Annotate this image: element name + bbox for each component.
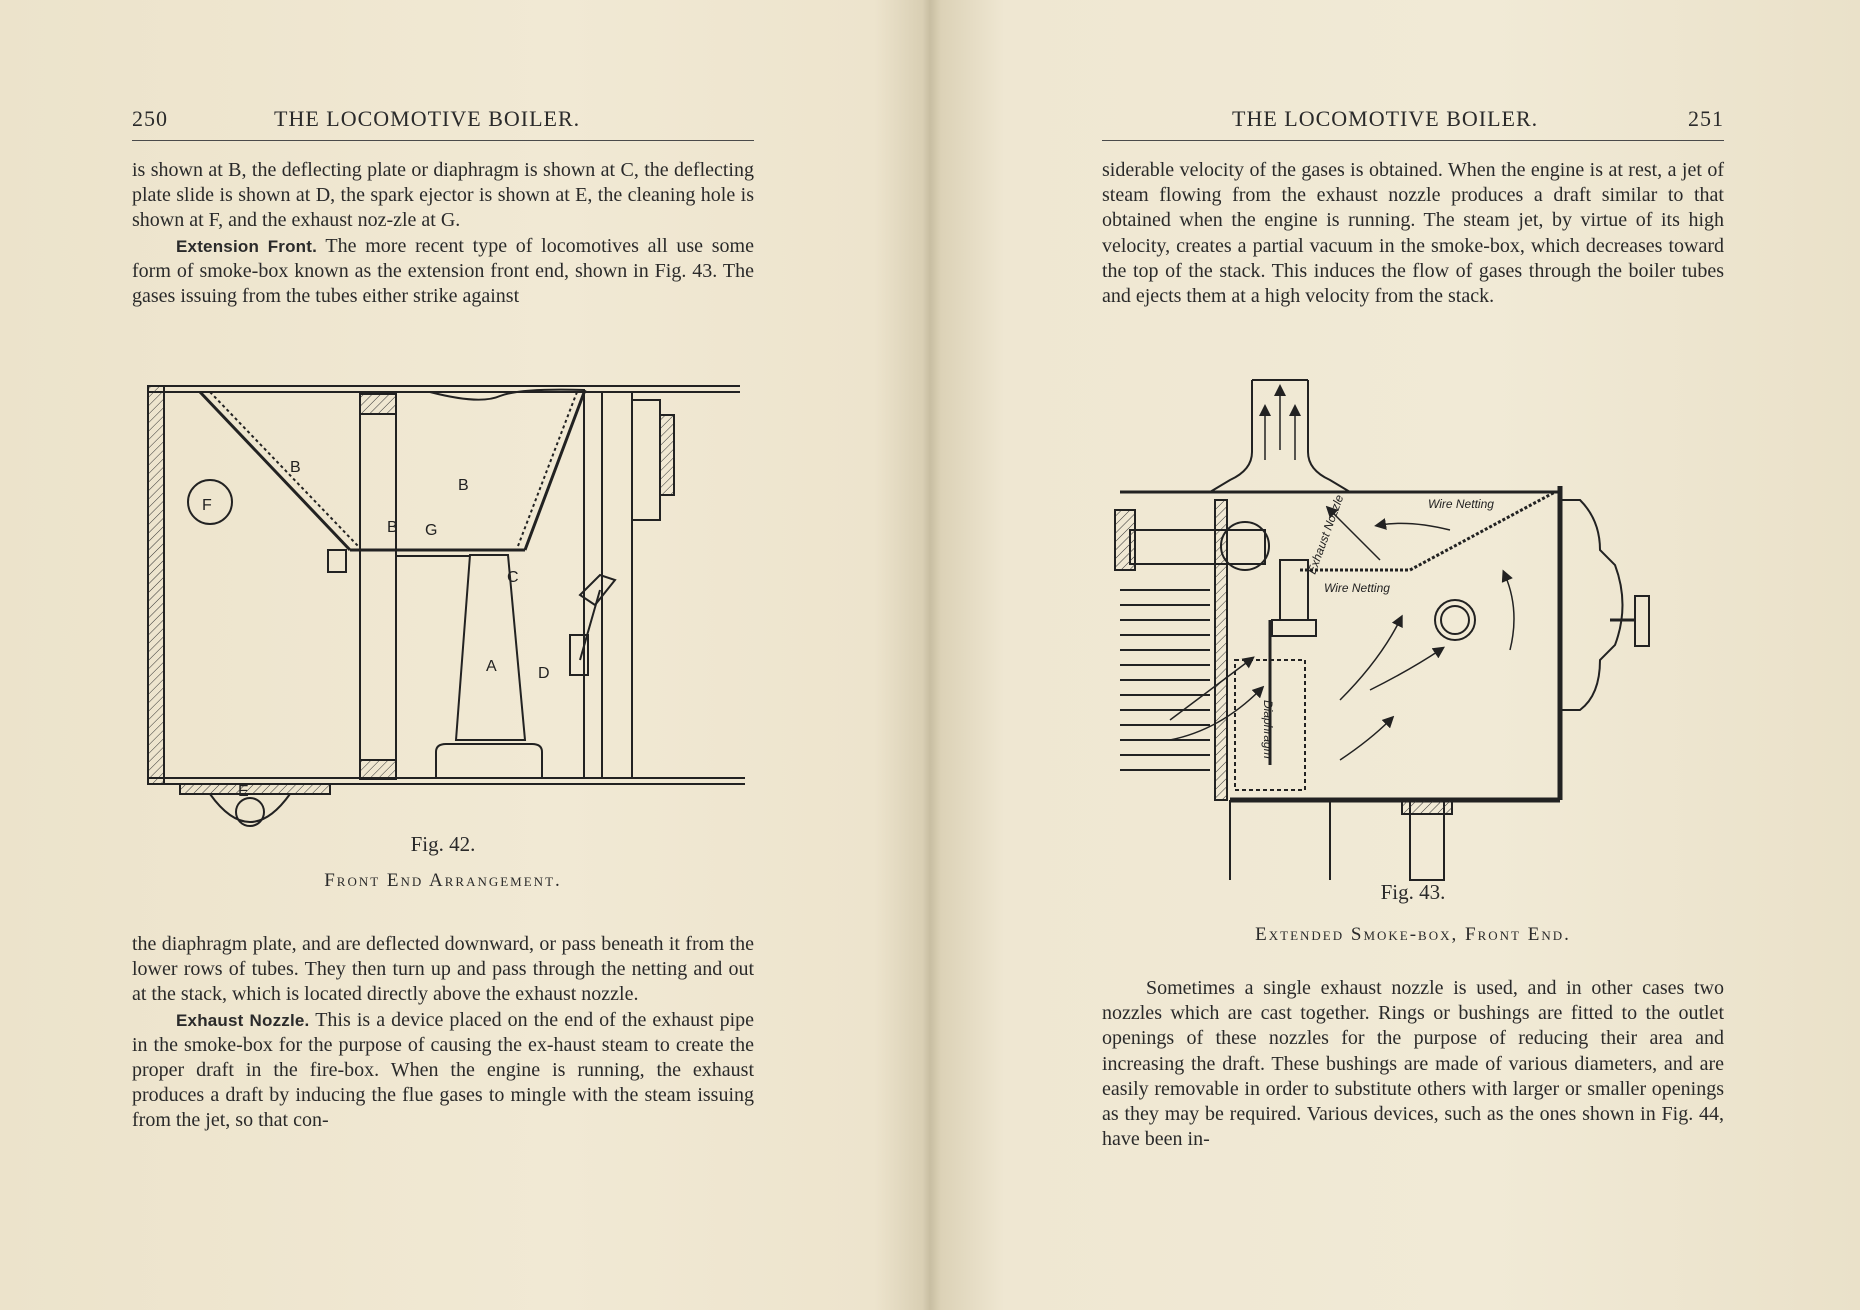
left-para-2-text: The more recent type of locomotives all …	[132, 234, 754, 308]
fig43-number: Fig. 43.	[1380, 880, 1446, 904]
left-text-bottom: the diaphragm plate, and are deflected d…	[132, 932, 754, 1134]
left-running-header: 250 THE LOCOMOTIVE BOILER.	[132, 106, 754, 136]
fig42-label-b1: B	[290, 459, 301, 476]
left-para-2: Extension Front. The more recent type of…	[132, 234, 754, 310]
right-page-number: 251	[1688, 106, 1724, 131]
fig42-label-c: C	[507, 569, 519, 586]
right-text-bottom: Sometimes a single exhaust nozzle is use…	[1102, 976, 1724, 1152]
fig43-title: Extended Smoke-box, Front End.	[1255, 924, 1571, 945]
right-text-top: siderable velocity of the gases is obtai…	[1102, 158, 1724, 309]
fig42-label-f: F	[202, 497, 212, 514]
right-para-1: siderable velocity of the gases is obtai…	[1102, 159, 1724, 308]
heading-exhaust-nozzle: Exhaust Nozzle.	[176, 1010, 310, 1030]
right-page: THE LOCOMOTIVE BOILER. 251 siderable vel…	[930, 0, 1860, 1310]
fig42-number: Fig. 42.	[410, 832, 476, 856]
left-page: 250 THE LOCOMOTIVE BOILER. is shown at B…	[132, 106, 754, 1134]
left-para-3: the diaphragm plate, and are deflected d…	[132, 933, 754, 1006]
left-header-rule	[132, 140, 754, 141]
fig42-label-b3: B	[387, 519, 398, 536]
right-para-2: Sometimes a single exhaust nozzle is use…	[1102, 977, 1724, 1151]
fig43-label-wire-netting-2: Wire Netting	[1324, 581, 1390, 595]
right-header-title: THE LOCOMOTIVE BOILER.	[1232, 106, 1539, 131]
fig43-label-wire-netting-1: Wire Netting	[1428, 497, 1494, 511]
fig42-label-b2: B	[458, 477, 469, 494]
fig42-label-a: A	[486, 658, 497, 675]
fig42-label-g: G	[425, 522, 437, 539]
left-para-4: Exhaust Nozzle. This is a device placed …	[132, 1008, 754, 1134]
left-text-top: is shown at B, the deflecting plate or d…	[132, 158, 754, 309]
heading-extension-front: Extension Front.	[176, 236, 318, 256]
left-para-4-text: This is a device placed on the end of th…	[132, 1008, 754, 1132]
left-para-1: is shown at B, the deflecting plate or d…	[132, 159, 754, 232]
fig43-label-exhaust-nozzle: Exhaust Nozzle	[1305, 493, 1347, 576]
figure-43-diagram: Wire Netting Wire Netting Exhaust Nozzle…	[1114, 379, 1650, 881]
left-header-title: THE LOCOMOTIVE BOILER.	[274, 106, 581, 131]
left-page-number: 250	[132, 106, 168, 131]
fig42-title: Front End Arrangement.	[324, 870, 562, 891]
fig42-label-e: E	[238, 783, 249, 800]
fig43-label-diaphragm: Diaphragm	[1261, 700, 1275, 759]
figure-42-diagram: B F B B G C A D E	[147, 385, 745, 827]
right-running-header: THE LOCOMOTIVE BOILER. 251	[1102, 106, 1724, 136]
fig42-label-d: D	[538, 665, 550, 682]
right-header-rule	[1102, 140, 1724, 141]
